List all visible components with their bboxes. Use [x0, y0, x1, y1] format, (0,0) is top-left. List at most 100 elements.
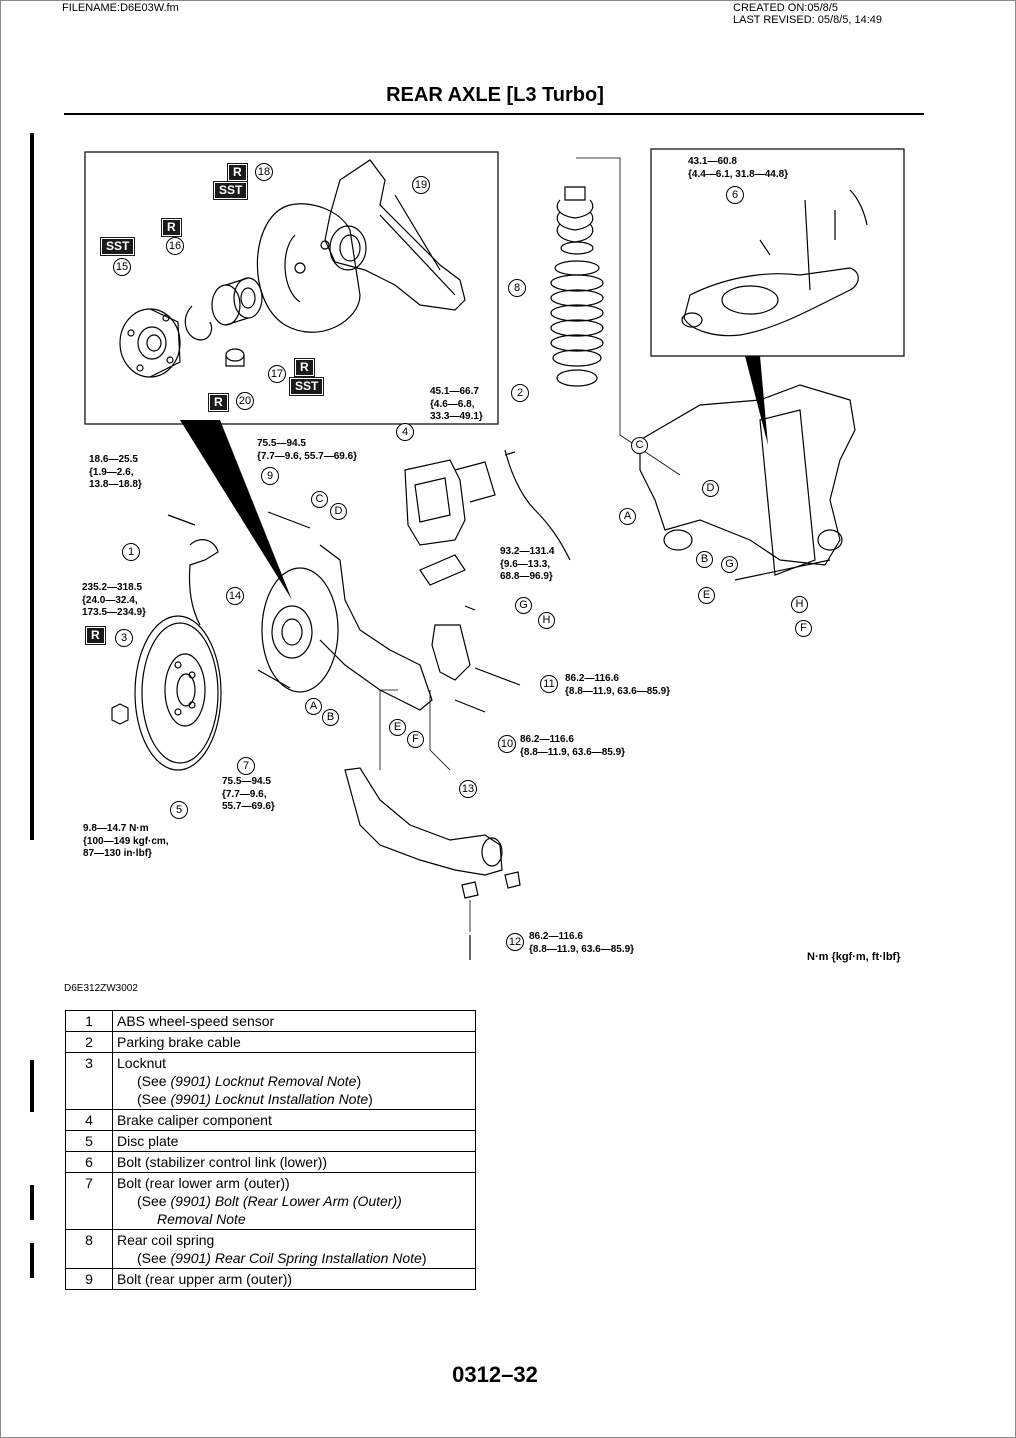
- torque-spec: 75.5—94.5 {7.7—9.6, 55.7—69.6}: [222, 776, 275, 812]
- exploded-view-diagram: [84, 148, 905, 960]
- callout-19: 19: [412, 176, 430, 194]
- bearing-drawing: [211, 277, 263, 326]
- page-number: 0312–32: [452, 1362, 538, 1387]
- snap-ring-drawing: [184, 305, 213, 341]
- part-number: 1: [65, 1010, 113, 1032]
- callout-4: 4: [396, 423, 414, 441]
- part-name: Brake caliper component: [112, 1109, 476, 1131]
- change-bar: [30, 1185, 34, 1220]
- lower-arm-bolt-removal-note-link[interactable]: (9901) Bolt (Rear Lower Arm (Outer)): [170, 1193, 402, 1209]
- parking-cable-drawing: [504, 449, 571, 561]
- inset-pointer: [180, 420, 292, 600]
- torque-spec: 9.8—14.7 N·m {100—149 kgf·cm, 87—130 in·…: [83, 823, 169, 859]
- letter-d: D: [702, 480, 719, 497]
- callout-17: 17: [268, 365, 286, 383]
- bottom-lower-arm-drawing: [344, 767, 521, 899]
- letter-e: E: [698, 587, 715, 604]
- bolt-drawing: [257, 669, 291, 689]
- torque-spec: 18.6—25.5 {1.9—2.6, 13.8—18.8}: [89, 454, 142, 490]
- part-number: 2: [65, 1031, 113, 1053]
- part-name: ABS wheel-speed sensor: [112, 1010, 476, 1032]
- table-row: 7 Bolt (rear lower arm (outer)) (See (99…: [65, 1172, 476, 1230]
- header-created: CREATED ON:05/8/5: [733, 2, 838, 14]
- replace-tag: R: [294, 358, 315, 377]
- disc-plate-drawing: [134, 615, 222, 771]
- hub-bolt-drawing: [225, 348, 245, 367]
- letter-d: D: [330, 503, 347, 520]
- replace-tag: R: [227, 163, 248, 182]
- part-number: 4: [65, 1109, 113, 1131]
- part-note: Removal Note: [157, 1211, 246, 1227]
- arm-inset-frame: [650, 148, 905, 357]
- bolt-drawing: [167, 514, 196, 526]
- part-note: (See (9901) Rear Coil Spring Installatio…: [137, 1250, 427, 1266]
- table-row: 6 Bolt (stabilizer control link (lower)): [65, 1151, 476, 1173]
- inset-pointer: [745, 356, 768, 445]
- torque-spec: 86.2—116.6 {8.8—11.9, 63.6—85.9}: [565, 673, 671, 697]
- letter-f: F: [407, 731, 424, 748]
- knuckle-drawing: [324, 159, 466, 311]
- callout-6: 6: [726, 186, 744, 204]
- callout-20: 20: [236, 392, 254, 410]
- callout-9: 9: [261, 467, 279, 485]
- bolt-drawing: [454, 699, 486, 713]
- change-bar: [30, 133, 34, 840]
- change-bar: [30, 1060, 34, 1112]
- figure-code: D6E312ZW3002: [64, 983, 138, 994]
- main-knuckle-drawing: [261, 544, 433, 711]
- part-note: (See (9901) Bolt (Rear Lower Arm (Outer)…: [137, 1193, 402, 1209]
- coil-spring-installation-note-link[interactable]: (9901) Rear Coil Spring Installation Not…: [170, 1250, 422, 1266]
- callout-1: 1: [122, 543, 140, 561]
- letter-h: H: [791, 596, 808, 613]
- locknut-drawing: [111, 703, 129, 725]
- part-name: Parking brake cable: [112, 1031, 476, 1053]
- letter-b: B: [322, 709, 339, 726]
- locknut-installation-note-link[interactable]: (9901) Locknut Installation Note: [170, 1091, 369, 1107]
- letter-c: C: [631, 437, 648, 454]
- part-name: Rear coil spring (See (9901) Rear Coil S…: [112, 1229, 476, 1269]
- replace-tag: R: [85, 626, 106, 645]
- callout-11: 11: [540, 675, 558, 693]
- part-note: (See (9901) Locknut Removal Note): [137, 1073, 362, 1089]
- replace-tag: R: [161, 218, 182, 237]
- hub-inset-frame: [84, 151, 499, 425]
- table-row: 9 Bolt (rear upper arm (outer)): [65, 1268, 476, 1290]
- callout-18: 18: [255, 163, 273, 181]
- callout-16: 16: [166, 237, 184, 255]
- dust-shield-drawing: [256, 203, 361, 333]
- callout-5: 5: [170, 801, 188, 819]
- part-name: Bolt (rear upper arm (outer)): [112, 1268, 476, 1290]
- title-rule: [64, 113, 924, 115]
- letter-a: A: [305, 698, 322, 715]
- part-number: 9: [65, 1268, 113, 1290]
- torque-spec: 86.2—116.6 {8.8—11.9, 63.6—85.9}: [520, 734, 626, 758]
- callout-10: 10: [498, 735, 516, 753]
- torque-spec: 75.5—94.5 {7.7—9.6, 55.7—69.6}: [257, 438, 358, 462]
- letter-a: A: [619, 508, 636, 525]
- torque-spec: 93.2—131.4 {9.6—13.3, 68.8—96.9}: [500, 546, 555, 582]
- part-number: 6: [65, 1151, 113, 1173]
- letter-f: F: [795, 620, 812, 637]
- callout-13: 13: [459, 780, 477, 798]
- part-name: Locknut (See (9901) Locknut Removal Note…: [112, 1052, 476, 1110]
- locknut-removal-note-link[interactable]: (9901) Locknut Removal Note: [170, 1073, 357, 1089]
- bushing-drawing: [419, 554, 466, 586]
- sst-tag: SST: [99, 237, 136, 256]
- callout-14: 14: [226, 587, 244, 605]
- brake-caliper-drawing: [404, 459, 496, 546]
- header-dates: CREATED ON:05/8/5 LAST REVISED: 05/8/5, …: [733, 2, 882, 26]
- table-row: 8 Rear coil spring (See (9901) Rear Coil…: [65, 1229, 476, 1269]
- header-filename: FILENAME:D6E03W.fm: [62, 2, 179, 14]
- callout-15: 15: [113, 258, 131, 276]
- table-row: 1 ABS wheel-speed sensor: [65, 1010, 476, 1032]
- callout-7: 7: [237, 757, 255, 775]
- callout-2: 2: [511, 384, 529, 402]
- replace-tag: R: [208, 393, 229, 412]
- torque-units: N·m {kgf·m, ft·lbf}: [807, 951, 901, 963]
- bracket-drawing: [431, 624, 471, 681]
- part-name: Disc plate: [112, 1130, 476, 1152]
- letter-g: G: [515, 597, 532, 614]
- change-bar: [30, 1243, 34, 1278]
- letter-e: E: [389, 719, 406, 736]
- hub-flange-drawing: [119, 308, 181, 378]
